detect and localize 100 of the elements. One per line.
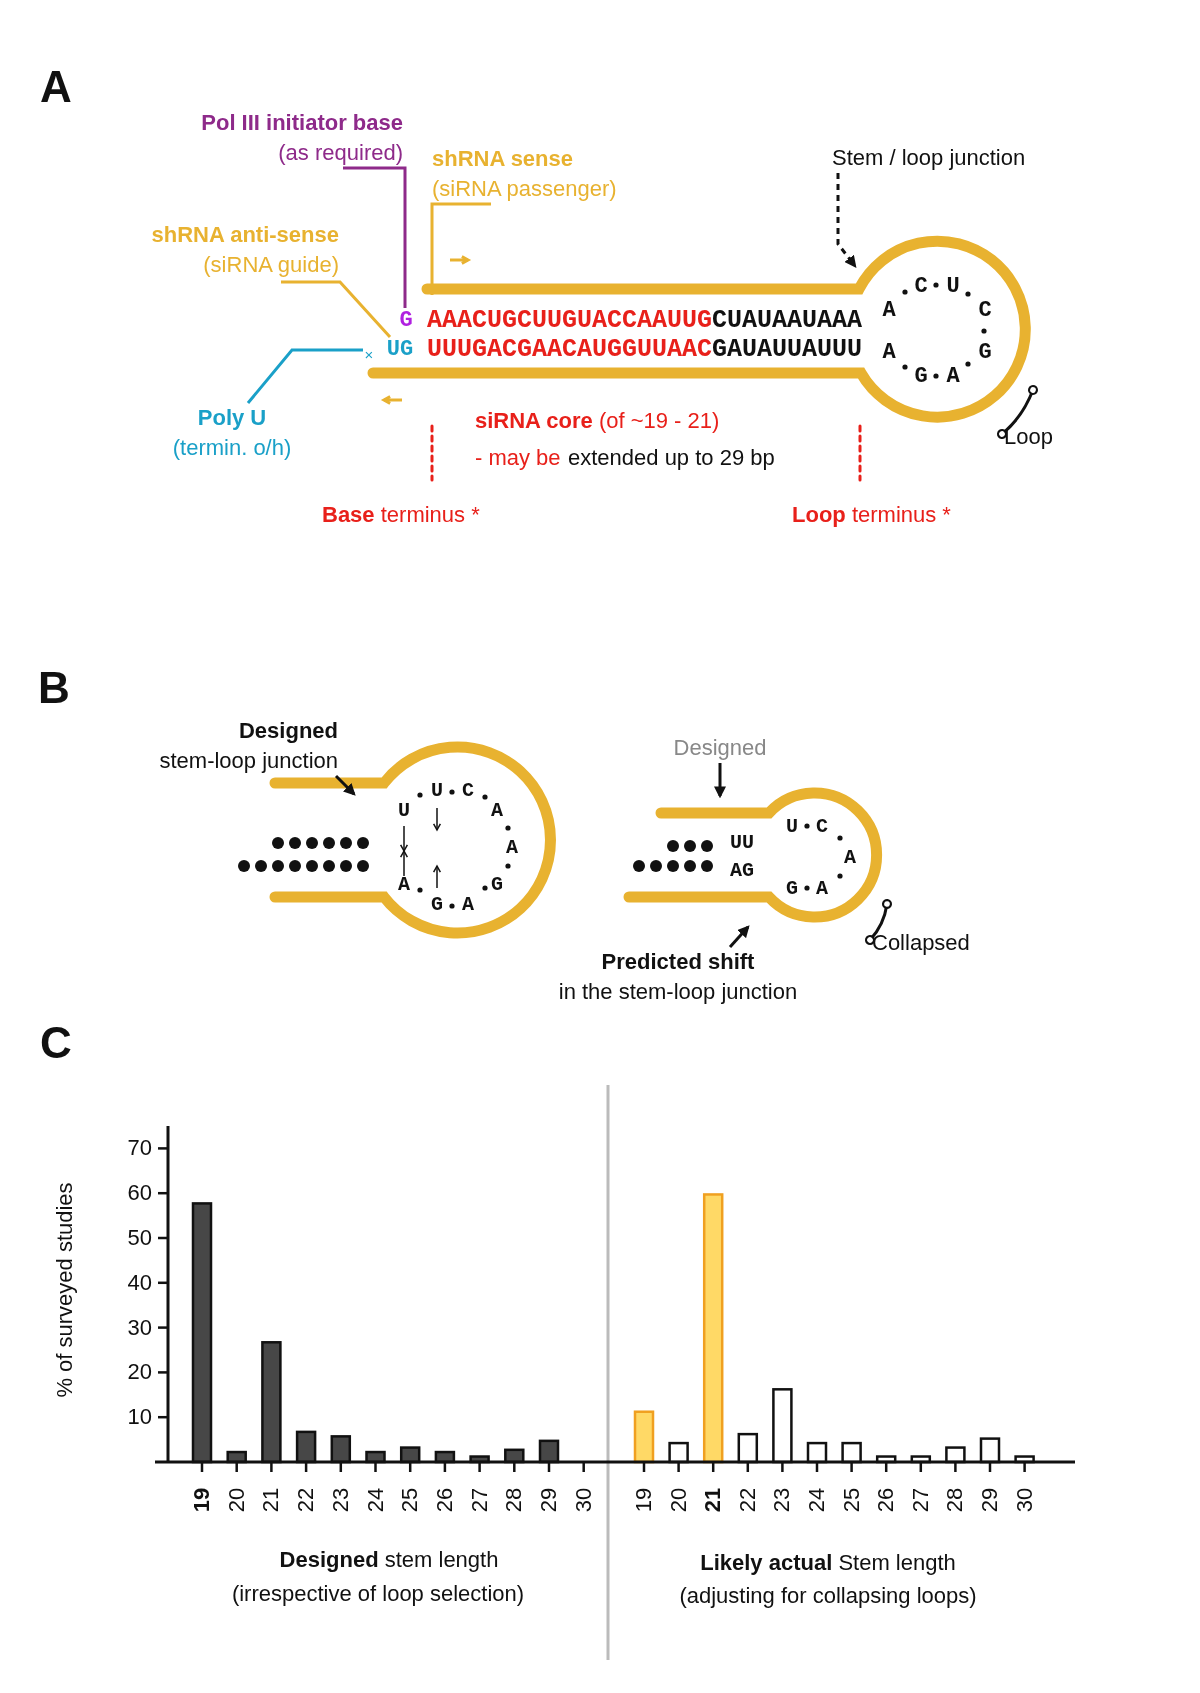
callout-label: Stem / loop junction [832, 143, 1072, 173]
base-letter: A [491, 798, 503, 822]
callout-subtext: stem-loop junction [158, 747, 338, 775]
axis-caption: Likely actual Stem length [700, 1550, 956, 1576]
tick-label: 20 [665, 1487, 692, 1513]
callout-subtext: in the stem-loop junction [557, 978, 799, 1006]
tick-label: 25 [838, 1487, 865, 1513]
tick-label: 30 [570, 1487, 597, 1513]
base-letter: G [914, 363, 928, 389]
base-letter: U [786, 814, 798, 838]
base-letter: UU [730, 830, 754, 854]
base-letter: A [882, 339, 896, 365]
base-letter: C [462, 778, 474, 802]
tick-label: 20 [127, 1359, 152, 1386]
annotation-text: Base terminus * [322, 502, 480, 528]
annotation-text: - may be [475, 445, 561, 471]
callout-label: Loop [1004, 422, 1053, 452]
base-letter: A [398, 872, 410, 896]
axis-caption: (irrespective of loop selection) [231, 1581, 525, 1607]
tick-label: 26 [431, 1487, 458, 1513]
tick-label: 23 [327, 1487, 354, 1513]
tick-label: 25 [397, 1487, 424, 1513]
callout-heading: Predicted shift [600, 948, 756, 976]
sequence-text: GAUAUUAUUU [712, 335, 863, 364]
tick-label: 50 [127, 1225, 152, 1251]
tick-label: 22 [734, 1487, 761, 1513]
sequence-text: UUUGACGAACAUGGUUAAC [427, 335, 713, 364]
tick-label: 29 [536, 1487, 562, 1513]
annotation-text: extended up to 29 bp [568, 445, 775, 471]
tick-label: 28 [942, 1487, 969, 1513]
callout-heading: shRNA anti-sense [150, 221, 339, 249]
panel-letter: A [40, 62, 72, 112]
base-letter: A [816, 876, 828, 900]
callout-label: Designed [620, 733, 820, 763]
tick-label: 19 [189, 1487, 215, 1513]
callout-heading: Poly U [196, 404, 268, 432]
tick-label: 24 [362, 1487, 389, 1513]
leader-line [430, 202, 491, 295]
callout-subtext: (siRNA guide) [202, 251, 339, 279]
panel-letter: C [40, 1018, 72, 1068]
base-letter: G [396, 308, 416, 334]
base-letter: A [506, 835, 518, 859]
callout-subtext: (as required) [277, 139, 403, 167]
arrow [714, 763, 726, 799]
base-letter: U [946, 273, 960, 299]
base-letter: G [786, 876, 798, 900]
axis-caption: (adjusting for collapsing loops) [679, 1583, 977, 1609]
base-letter: A [882, 297, 896, 323]
tick-label: 70 [127, 1135, 152, 1162]
tick-label: 21 [700, 1487, 727, 1513]
base-letter: C [978, 297, 992, 323]
leader-line [246, 348, 363, 404]
tick-label: 40 [127, 1269, 152, 1296]
tick-label: 10 [127, 1404, 152, 1431]
callout-subtext: (termin. o/h) [171, 434, 293, 462]
tick-label: 28 [501, 1487, 528, 1513]
sequence-text: CUAUAAUAAA [712, 306, 863, 335]
tick-label: 27 [466, 1487, 493, 1513]
base-letter: A [462, 892, 474, 916]
tick-label: 26 [873, 1487, 900, 1513]
base-letter: U [398, 798, 410, 822]
base-letter: C [914, 273, 928, 299]
base-letter: C [816, 814, 828, 838]
tick-label: 19 [631, 1487, 657, 1513]
sequence-text: AAACUGCUUGUACCAAUUG [427, 306, 713, 335]
arrow [334, 774, 356, 796]
axis-title: % of surveyed studies [52, 1182, 78, 1398]
tick-label: 60 [127, 1180, 152, 1207]
callout-subtext: (siRNA passenger) [432, 175, 618, 203]
panel-letter: B [38, 663, 70, 713]
annotation-text: siRNA core (of ~19 - 21) [475, 408, 720, 434]
leader-line [996, 384, 1039, 440]
tick-label: 24 [804, 1487, 830, 1513]
leader-line [343, 166, 407, 308]
tick-label: 21 [258, 1487, 285, 1513]
tick-label: 23 [769, 1487, 796, 1513]
leader-line [865, 898, 893, 945]
base-letter: A [844, 845, 856, 869]
tick-label: 30 [1011, 1487, 1038, 1513]
base-letter: AG [730, 858, 754, 882]
callout-heading: Designed [237, 717, 338, 745]
callout-label: Collapsed [872, 928, 970, 958]
tick-label: 22 [293, 1487, 320, 1513]
base-letter: A [946, 363, 960, 389]
tick-label: 30 [127, 1314, 152, 1341]
callout-heading: shRNA sense [432, 145, 574, 173]
callout-heading: Pol III initiator base [200, 109, 403, 137]
terminator-mark: × [363, 340, 375, 370]
tick-label: 27 [907, 1487, 934, 1513]
tick-label: 20 [223, 1487, 250, 1513]
base-letter: U [431, 778, 443, 802]
sequence-text: UG [383, 337, 417, 363]
tick-label: 29 [977, 1487, 1003, 1513]
axis-caption: Designed stem length [279, 1547, 499, 1573]
annotation-text: Loop terminus * [792, 502, 951, 528]
base-letter: G [491, 872, 503, 896]
arrow [728, 925, 750, 948]
leader-line [281, 280, 392, 338]
base-letter: G [431, 892, 443, 916]
base-letter: G [978, 339, 992, 365]
